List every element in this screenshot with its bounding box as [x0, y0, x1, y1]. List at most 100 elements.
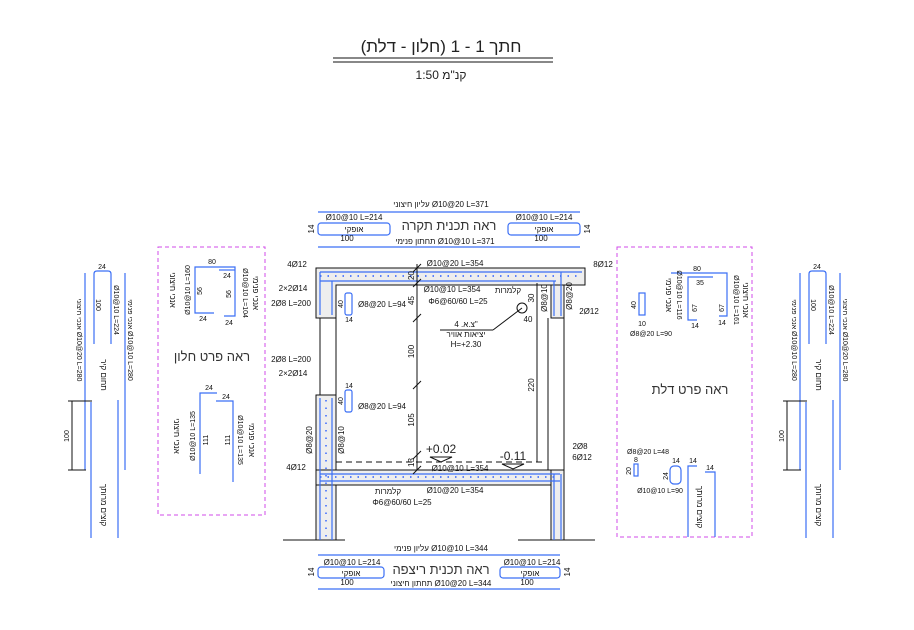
dim-left-3: 100: [407, 344, 416, 358]
section-labels: Ø10@20 L=354 Ø10@10 L=354 קלמרות Φ6@60/6…: [271, 259, 613, 507]
floor-bottom-note: תחתון חיצוני Ø10@20 L=344: [391, 579, 492, 588]
lw-zone: תחום קיר: [99, 359, 108, 391]
win-bot-outer-label: אנכי חיצוני: [172, 418, 181, 454]
vent-label-1: צ.א. 4": [454, 320, 478, 329]
door-dim-14a: 14: [691, 323, 699, 330]
left-bottom-corner: 4Ø12: [286, 463, 306, 472]
floor-left-box: אופקי: [342, 569, 361, 578]
lw-dim: 100: [64, 430, 71, 442]
roof-right-len: 100: [534, 234, 548, 243]
dim-right-2: 220: [527, 378, 536, 392]
door-loop-h: 24: [663, 472, 670, 480]
roof-side-dim-right: 14: [583, 224, 592, 233]
door-stirrup-h: 40: [631, 301, 638, 309]
door-dowel-label: קוצים מרותך: [695, 486, 704, 529]
door-dowel-w1: 14: [689, 458, 697, 465]
rw-hook-top: 24: [813, 264, 821, 271]
roof-stirrup: Φ6@60/60 L=25: [428, 297, 488, 306]
lw-hook-top: 24: [98, 264, 106, 271]
lw-mid: Ø10@10 L=224: [112, 285, 119, 335]
door-loop-w: 14: [672, 458, 680, 465]
door-stirrup-bar: Ø8@20 L=90: [630, 331, 672, 338]
air-vent-icon: [516, 302, 528, 314]
win-dim-24a: 24: [223, 273, 231, 280]
elevation-2: -0.11: [500, 449, 527, 463]
roof-top-note: עליון חיצוני Ø10@20 L=371: [393, 200, 489, 209]
door-dim-80: 80: [693, 266, 701, 273]
dim-right-1: 30: [527, 293, 536, 302]
stirrup-bot-h: 40: [338, 397, 345, 405]
stirrup-top: Ø8@20 L=94: [358, 300, 406, 309]
win-dim-111a: 111: [203, 435, 210, 446]
stirrup-bottom: Ø8@20 L=94: [358, 402, 406, 411]
win-dim-56a: 56: [197, 287, 204, 295]
roof-side-dim: 14: [307, 224, 316, 233]
roof-left-bar-shape: [317, 222, 391, 236]
roof-left-box: אופקי: [345, 225, 364, 234]
roof-center-label: ראה תכנית תקרה: [402, 218, 497, 233]
rw-inner: אנכי פנימי Ø10@10 L=280: [790, 299, 797, 381]
lw-inner: אנכי פנימי Ø10@10 L=280: [126, 299, 133, 381]
door-dim-35: 35: [696, 280, 704, 287]
elevation-1: +0.02: [426, 442, 457, 456]
rw-dim: 100: [779, 430, 786, 442]
roof-right-bar-shape: [507, 222, 581, 236]
win-dim-b24b: 24: [222, 394, 230, 401]
stirrup-top-shape: [344, 292, 353, 316]
rw-hook-len: 100: [809, 299, 816, 311]
dim-left-2: 45: [407, 296, 416, 305]
door-dim-67b: 67: [719, 304, 726, 312]
left-wall-bars: אנכי חיצוני Ø10@20 L=280 24 100 Ø10@10 L…: [64, 264, 133, 538]
right-bottom-1: 2Ø8: [572, 442, 588, 451]
door-inner-bar: Ø10@10 L=116: [675, 270, 682, 319]
left-lintel-2: 2Ø8 L=200: [271, 299, 311, 308]
floor-side-dim-right: 14: [563, 567, 572, 576]
floor-center-label: ראה תכנית ריצפה: [392, 562, 489, 577]
concrete-section: [283, 267, 595, 541]
win-bot-inner-bar: Ø10@10 L=135: [236, 415, 243, 465]
right-lintel: 2Ø12: [579, 307, 599, 316]
left-wall-inner: Ø8@10: [337, 426, 346, 454]
roof-right-box: אופקי: [535, 225, 554, 234]
stirrup-top-w: 14: [345, 317, 353, 324]
door-dim-14b: 14: [718, 320, 726, 327]
floor-bottom-bar: Ø10@20 L=354: [427, 486, 484, 495]
win-dim-111b: 111: [225, 435, 232, 446]
drawing-title: חתך 1 - 1 (חלון - דלת): [361, 37, 522, 56]
door-stirrup-w: 10: [638, 321, 646, 328]
window-detail-title: ראה פרט חלון: [174, 349, 250, 364]
window-detail: 80 24 56 56 24 24 אנכי חיצוני Ø10@10 L=1…: [157, 246, 266, 516]
right-wall-inner: Ø8@10: [540, 284, 549, 312]
floor-plan-reference: עליון פנימי Ø10@10 L=344 Ø10@10 L=214 או…: [307, 544, 572, 590]
right-wall-outer: Ø8@20: [565, 282, 574, 310]
door-small-w: 8: [634, 457, 638, 464]
win-dim-80: 80: [208, 259, 216, 266]
dim-tick: [412, 450, 422, 460]
lw-hook-len: 100: [94, 299, 101, 311]
win-bot-outer-bar: Ø10@10 L=135: [190, 411, 197, 461]
right-wall-bars: אנכי פנימי Ø10@10 L=280 24 100 Ø10@10 L=…: [779, 264, 848, 538]
right-top-corner: 8Ø12: [593, 260, 613, 269]
win-dim-56b: 56: [226, 290, 233, 298]
roof-left-bar: Ø10@10 L=214: [326, 213, 383, 222]
dim-left-4: 105: [407, 413, 416, 427]
floor-left-len: 100: [340, 578, 354, 587]
drawing-scale: קנ"מ 1:50: [416, 68, 467, 82]
dim-tick: [412, 465, 422, 475]
door-loop-bar: Ø10@10 L=90: [637, 488, 683, 495]
win-bot-inner-label: אנכי פנימי: [247, 423, 256, 457]
rw-dowels: קוצים מרותך: [814, 484, 823, 527]
door-lintel: [550, 284, 565, 319]
roof-bottom-note: תחתון פנימי Ø10@10 L=371: [395, 237, 495, 246]
rw-mid: Ø10@10 L=224: [827, 285, 834, 335]
dim-tick: [412, 380, 422, 390]
left-sill-2: 2×2Ø14: [279, 369, 308, 378]
dim-left-5: 13: [407, 458, 416, 467]
win-dim-24b: 24: [199, 316, 207, 323]
vent-label-2: יציאות אוויר: [447, 330, 486, 339]
dim-tick: [412, 278, 422, 288]
roof-left-len: 100: [340, 234, 354, 243]
left-top-corner: 4Ø12: [287, 260, 307, 269]
dim-right-3: 40: [524, 315, 533, 324]
rw-outer: אנכי חיצוני Ø10@20 L=280: [841, 299, 848, 382]
